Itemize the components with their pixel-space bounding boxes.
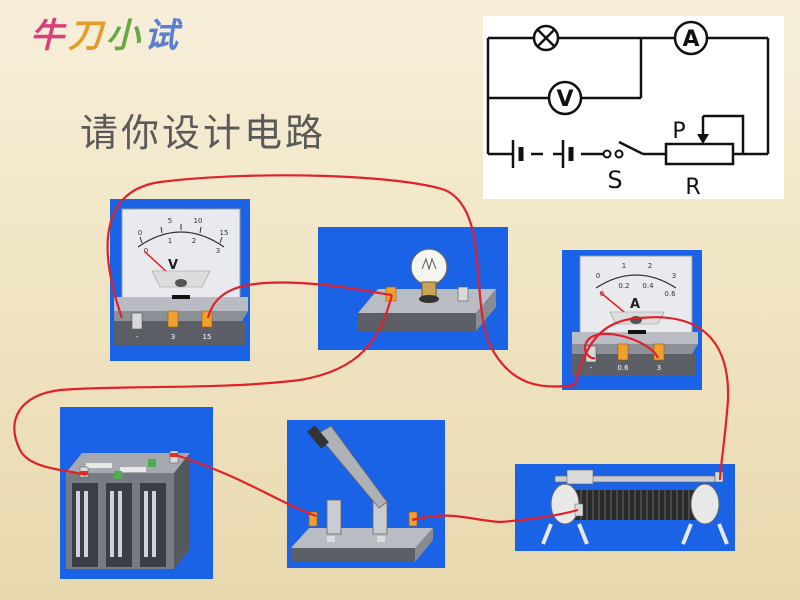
title-char: 小 [106, 16, 144, 56]
svg-text:V: V [168, 258, 178, 273]
wire [206, 281, 393, 319]
svg-text:1: 1 [168, 237, 172, 245]
voltmeter-symbol: V [547, 80, 583, 116]
svg-text:10: 10 [194, 217, 203, 225]
svg-text:A: A [630, 297, 640, 312]
svg-text:0: 0 [596, 272, 600, 280]
lamp-symbol [532, 24, 560, 52]
svg-text:0: 0 [144, 247, 148, 255]
circuit-schematic: A V S P R [483, 16, 784, 200]
svg-text:R: R [685, 175, 700, 199]
svg-text:-: - [590, 364, 593, 372]
wire [13, 294, 394, 477]
svg-text:-: - [136, 333, 139, 341]
title-char: 刀 [68, 16, 106, 56]
svg-text:3: 3 [672, 272, 676, 280]
title-char: 牛 [30, 16, 68, 56]
slide-subtitle: 请你设计电路 [80, 111, 327, 155]
svg-text:0.6: 0.6 [617, 364, 629, 372]
svg-text:0: 0 [138, 229, 142, 237]
slide-title: 牛刀小试 [30, 8, 182, 57]
svg-text:3: 3 [171, 333, 175, 341]
switch-symbol: S [602, 149, 624, 194]
svg-text:0.4: 0.4 [642, 282, 654, 290]
svg-text:A: A [682, 27, 699, 52]
svg-text:15: 15 [220, 229, 229, 237]
wire [583, 332, 660, 360]
wire [175, 453, 317, 518]
svg-text:P: P [672, 119, 685, 144]
svg-text:S: S [607, 166, 622, 194]
knife-switch-panel [287, 420, 445, 568]
ammeter-panel: 0 1 2 3 0 0.2 0.4 0.6 A - 0.6 3 [562, 250, 702, 390]
svg-text:3: 3 [216, 247, 220, 255]
svg-text:V: V [556, 87, 573, 112]
svg-text:3: 3 [657, 364, 661, 372]
svg-text:1: 1 [622, 262, 626, 270]
rheostat-symbol: P R [664, 119, 735, 200]
svg-text:15: 15 [203, 333, 212, 341]
svg-text:2: 2 [648, 262, 652, 270]
svg-text:0.2: 0.2 [618, 282, 629, 290]
wire [106, 174, 730, 481]
battery-panel [60, 407, 213, 579]
svg-text:0.6: 0.6 [664, 290, 676, 298]
svg-text:5: 5 [168, 217, 172, 225]
rheostat-panel [515, 464, 735, 551]
title-char: 试 [144, 16, 182, 56]
voltmeter-panel: 0 5 10 15 0 1 2 3 V - 3 15 [110, 199, 250, 361]
svg-text:2: 2 [192, 237, 196, 245]
wire [411, 508, 579, 524]
battery-symbol [511, 140, 574, 168]
ammeter-symbol: A [673, 20, 709, 56]
